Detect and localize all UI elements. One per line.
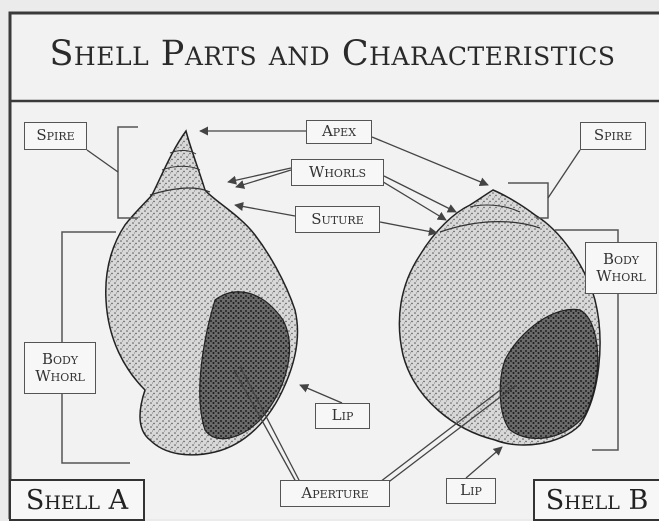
shell-b-caption: Shell B: [533, 479, 659, 521]
whorls-label: Whorls: [291, 159, 384, 186]
lip-a-label: Lip: [315, 403, 370, 429]
suture-label: Suture: [295, 206, 380, 233]
spire-a-label: Spire: [24, 122, 87, 150]
shell-a-caption: Shell A: [9, 479, 145, 521]
apex-label: Apex: [306, 120, 372, 144]
page-title: Shell Parts and Characteristics: [10, 14, 655, 94]
aperture-label: Aperture: [280, 480, 390, 507]
lip-b-label: Lip: [446, 478, 496, 504]
body-whorl-a-label: Body Whorl: [24, 342, 96, 394]
spire-b-label: Spire: [580, 122, 646, 150]
body-whorl-b-label: Body Whorl: [585, 242, 657, 294]
